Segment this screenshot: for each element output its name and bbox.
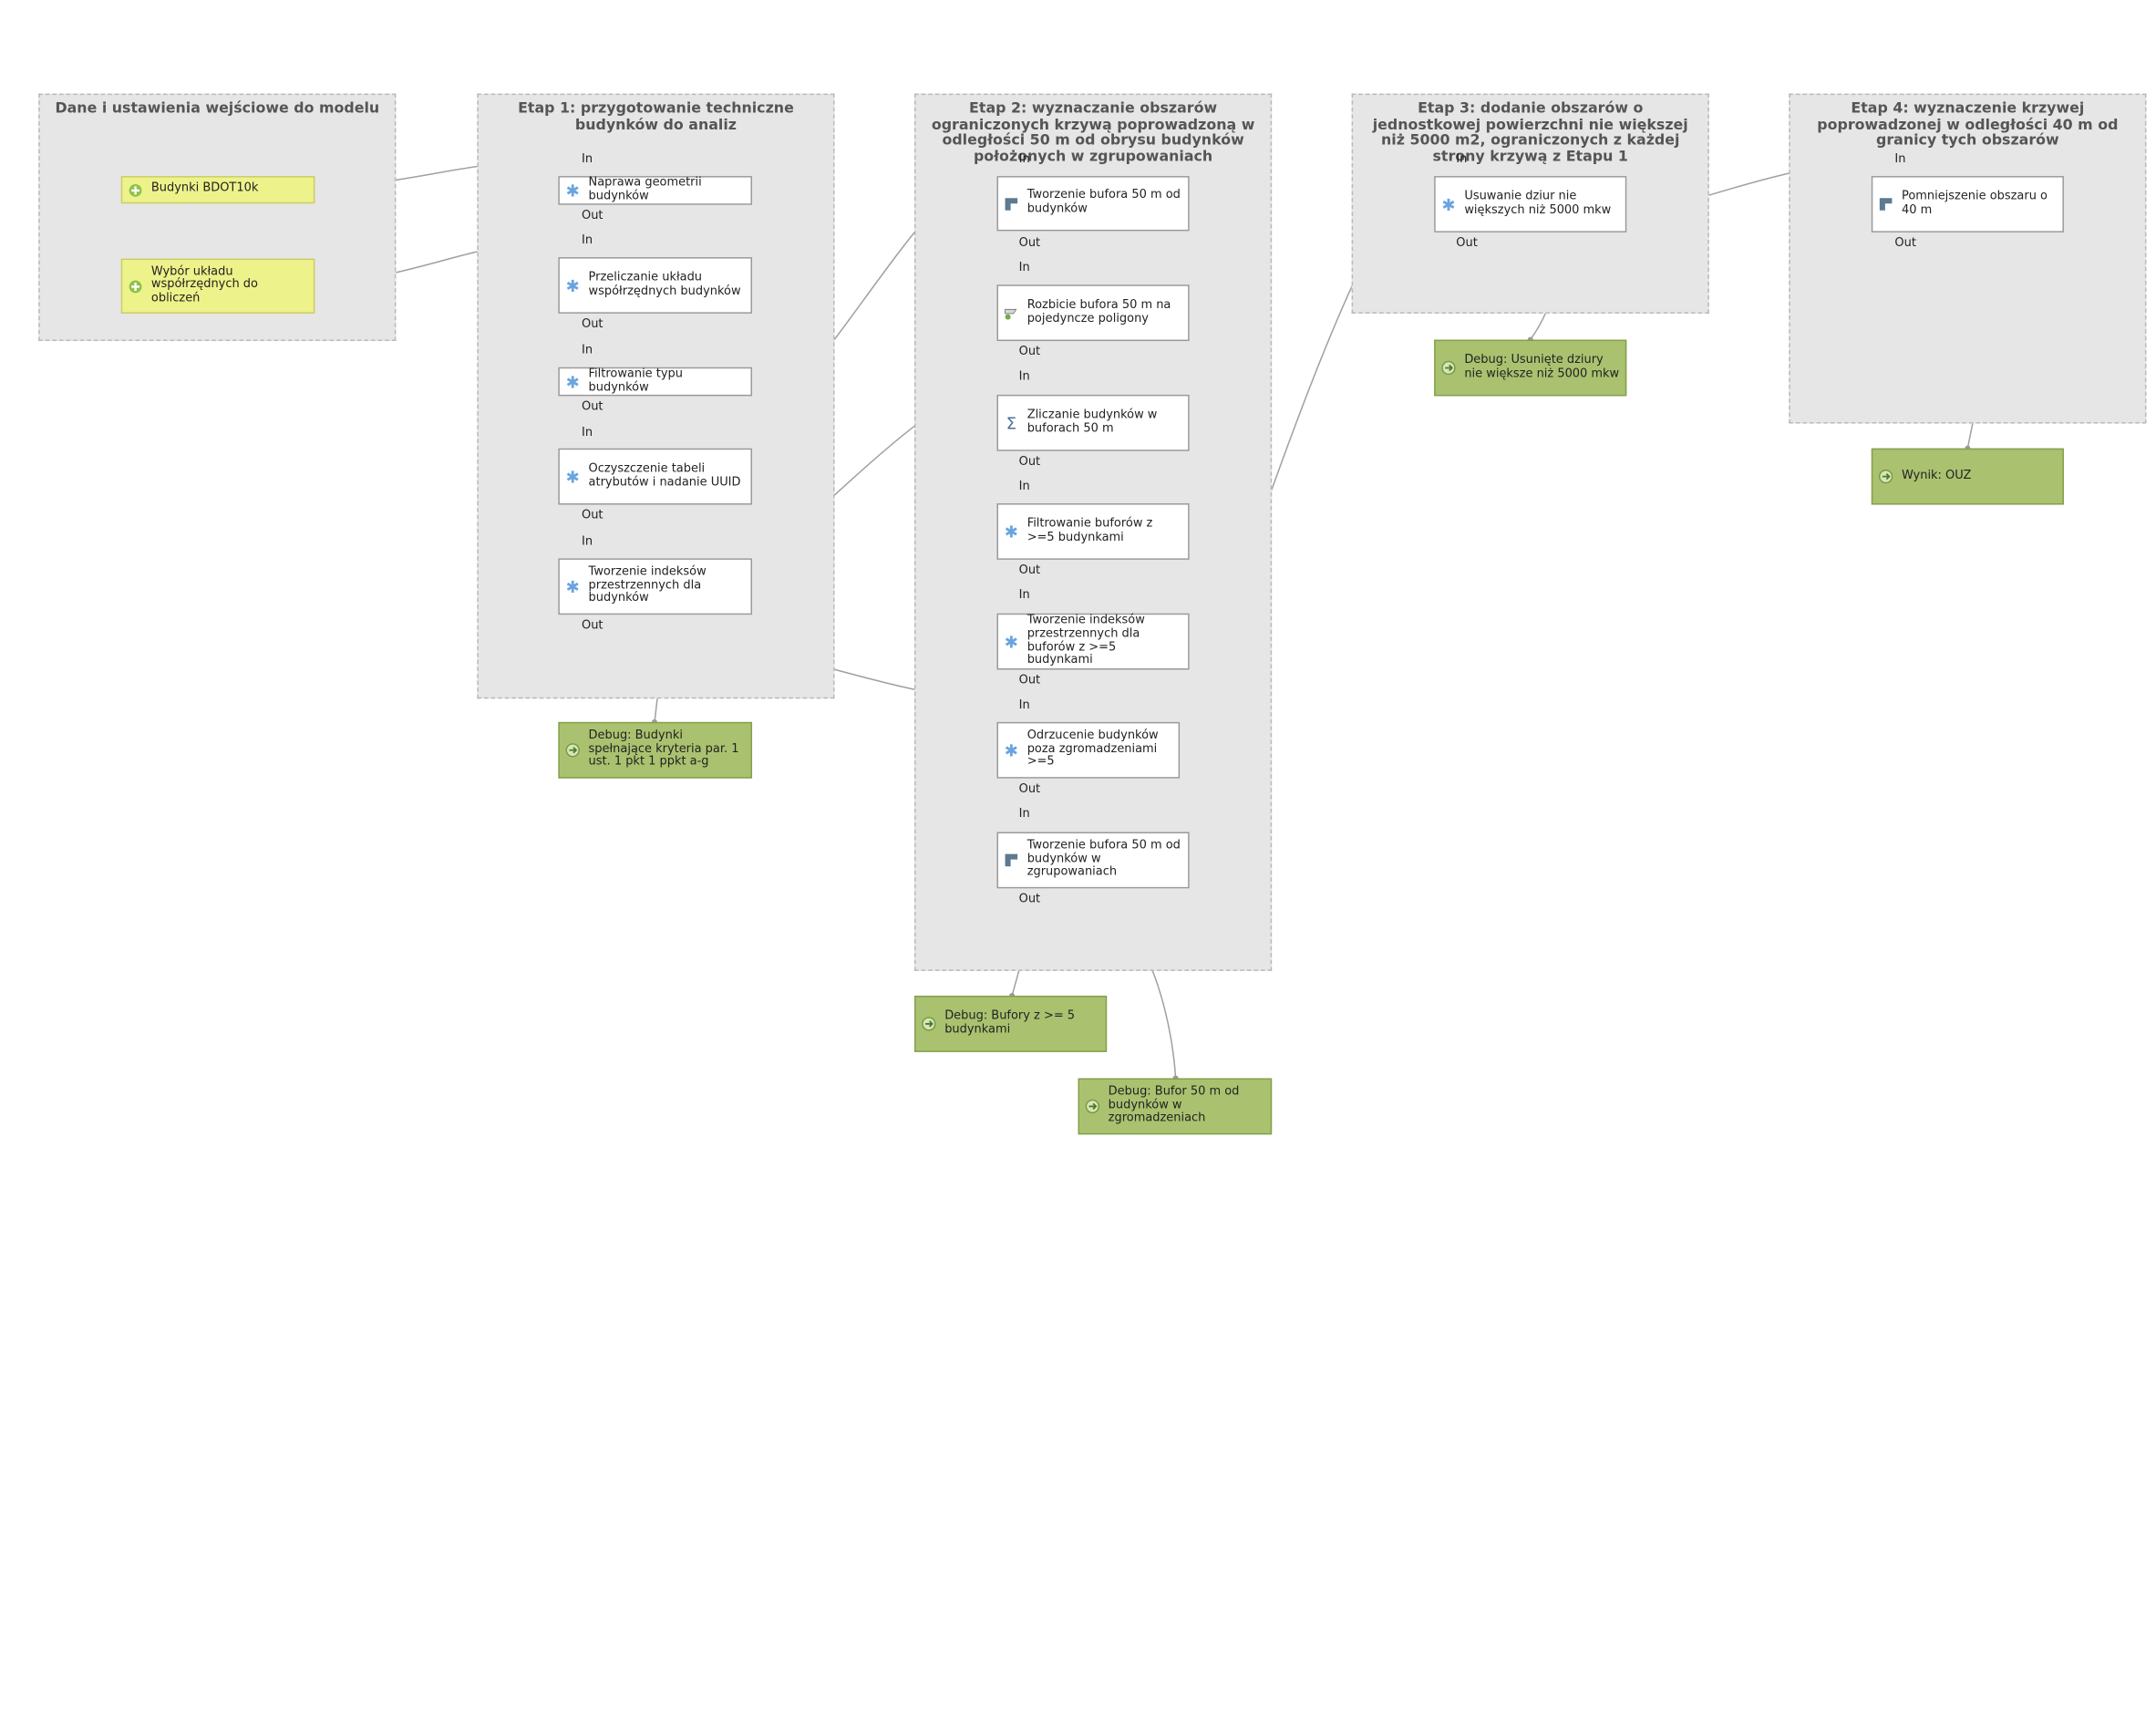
port-in[interactable]: In — [582, 426, 593, 440]
node-label: Debug: Budynki spełnające kryteria par. … — [588, 729, 739, 770]
node-label: Pomniejszenie obszaru o 40 m — [1901, 190, 2048, 217]
input-plus-icon — [128, 182, 143, 198]
indeksy-buforow-node[interactable]: ✱ Tworzenie indeksów przestrzennych dla … — [996, 613, 1190, 670]
model-canvas: Dane i ustawienia wejściowe do modelu Et… — [38, 93, 2147, 1135]
gear-icon: ✱ — [1441, 194, 1456, 214]
oczyszczenie-tabeli-node[interactable]: ✱ Oczyszczenie tabeli atrybutów i nadani… — [558, 448, 753, 505]
output-arrow-icon — [1441, 360, 1457, 376]
port-in[interactable]: In — [1018, 698, 1030, 713]
port-in[interactable]: In — [1894, 152, 1906, 167]
node-label: Budynki BDOT10k — [150, 181, 259, 196]
node-label: Oczyszczenie tabeli atrybutów i nadanie … — [588, 461, 741, 490]
gear-icon: ✱ — [565, 576, 580, 596]
node-label: Usuwanie dziur nie większych niż 5000 mk… — [1464, 190, 1612, 217]
debug-budynki-node[interactable]: Debug: Budynki spełnające kryteria par. … — [558, 721, 753, 779]
rozbicie-bufora-node[interactable]: Rozbicie bufora 50 m na pojedyncze polig… — [996, 284, 1190, 342]
group-title: Etap 3: dodanie obszarów o jednostkowej … — [1372, 100, 1688, 165]
node-label: Naprawa geometrii budynków — [588, 175, 702, 203]
port-out[interactable]: Out — [582, 509, 603, 523]
output-arrow-icon — [1878, 469, 1893, 484]
group-title: Etap 4: wyznaczenie krzywej poprowadzone… — [1817, 100, 2119, 149]
buffer-icon — [1004, 196, 1019, 212]
sum-icon: Σ — [1006, 413, 1017, 433]
port-out[interactable]: Out — [582, 618, 603, 633]
port-in[interactable]: In — [1018, 152, 1030, 167]
bufor-zgrupowania-node[interactable]: Tworzenie bufora 50 m od budynków w zgru… — [996, 832, 1190, 889]
group-title: Dane i ustawienia wejściowe do modelu — [55, 100, 380, 118]
bufor-50m-node[interactable]: Tworzenie bufora 50 m od budynków — [996, 176, 1190, 232]
gear-icon: ✱ — [565, 275, 580, 295]
debug-dziury-node[interactable]: Debug: Usunięte dziury nie większe niż 5… — [1434, 339, 1627, 397]
gear-icon: ✱ — [1004, 522, 1018, 542]
input-uklad-node[interactable]: Wybór układu współrzędnych do obliczeń — [120, 258, 315, 314]
node-label: Tworzenie indeksów przestrzennych dla bu… — [588, 565, 707, 606]
port-in[interactable]: In — [1456, 152, 1468, 167]
port-out[interactable]: Out — [1018, 892, 1041, 906]
node-label: Zliczanie budynków w buforach 50 m — [1026, 408, 1158, 436]
port-in[interactable]: In — [582, 344, 593, 358]
debug-bufory-node[interactable]: Debug: Bufory z >= 5 budynkami — [914, 996, 1108, 1052]
port-out[interactable]: Out — [1018, 345, 1041, 359]
port-out[interactable]: Out — [1018, 674, 1041, 688]
input-budynki-node[interactable]: Budynki BDOT10k — [120, 176, 315, 204]
group-title: Etap 2: wyznaczanie obszarów ograniczony… — [931, 100, 1255, 165]
port-out[interactable]: Out — [582, 399, 603, 414]
wynik-ouz-node[interactable]: Wynik: OUZ — [1871, 448, 2064, 505]
port-in[interactable]: In — [582, 152, 593, 167]
gear-icon: ✱ — [1004, 632, 1018, 652]
port-in[interactable]: In — [582, 534, 593, 549]
group-title: Etap 1: przygotowanie techniczne budynkó… — [518, 100, 794, 133]
output-arrow-icon — [922, 1017, 937, 1032]
node-label: Filtrowanie buforów z >=5 budynkami — [1026, 516, 1153, 544]
port-out[interactable]: Out — [1894, 236, 1916, 251]
node-label: Przeliczanie układu współrzędnych budynk… — [588, 270, 741, 298]
port-out[interactable]: Out — [1018, 455, 1041, 470]
port-out[interactable]: Out — [1456, 236, 1478, 251]
node-label: Debug: Bufory z >= 5 budynkami — [944, 1008, 1076, 1037]
filtrowanie-typu-node[interactable]: ✱ Filtrowanie typu budynków — [558, 367, 753, 397]
port-out[interactable]: Out — [582, 209, 603, 223]
port-in[interactable]: In — [582, 233, 593, 248]
input-plus-icon — [128, 278, 143, 294]
port-in[interactable]: In — [1018, 261, 1030, 275]
buffer-icon — [1878, 197, 1893, 212]
port-in[interactable]: In — [1018, 588, 1030, 603]
port-out[interactable]: Out — [1018, 782, 1041, 797]
explode-icon — [1004, 305, 1019, 321]
gear-icon: ✱ — [1004, 740, 1018, 760]
output-arrow-icon — [565, 742, 581, 758]
node-label: Debug: Bufor 50 m od budynków w zgromadz… — [1108, 1085, 1240, 1126]
port-in[interactable]: In — [1018, 480, 1030, 494]
port-out[interactable]: Out — [1018, 563, 1041, 578]
gear-icon: ✱ — [565, 371, 580, 392]
naprawa-geometrii-node[interactable]: ✱ Naprawa geometrii budynków — [558, 175, 753, 205]
przeliczanie-ukladu-node[interactable]: ✱ Przeliczanie układu współrzędnych budy… — [558, 257, 753, 314]
node-label: Filtrowanie typu budynków — [588, 367, 683, 395]
odrzucenie-budynkow-node[interactable]: ✱ Odrzucenie budynków poza zgromadzeniam… — [996, 721, 1181, 779]
port-out[interactable]: Out — [582, 317, 603, 332]
zliczanie-budynkow-node[interactable]: Σ Zliczanie budynków w buforach 50 m — [996, 394, 1190, 451]
gear-icon: ✱ — [565, 467, 580, 487]
node-label: Wynik: OUZ — [1901, 468, 1972, 482]
pomniejszenie-obszaru-node[interactable]: Pomniejszenie obszaru o 40 m — [1871, 176, 2064, 233]
node-label: Rozbicie bufora 50 m na pojedyncze polig… — [1026, 298, 1171, 326]
node-label: Tworzenie indeksów przestrzennych dla bu… — [1026, 614, 1145, 667]
node-label: Wybór układu współrzędnych do obliczeń — [150, 264, 258, 305]
port-out[interactable]: Out — [1018, 236, 1041, 251]
output-arrow-icon — [1085, 1099, 1100, 1114]
filtrowanie-buforow-node[interactable]: ✱ Filtrowanie buforów z >=5 budynkami — [996, 503, 1190, 560]
node-label: Debug: Usunięte dziury nie większe niż 5… — [1464, 353, 1620, 381]
debug-bufor-zgromadzenia-node[interactable]: Debug: Bufor 50 m od budynków w zgromadz… — [1078, 1078, 1273, 1135]
node-label: Tworzenie bufora 50 m od budynków — [1026, 189, 1181, 216]
port-in[interactable]: In — [1018, 369, 1030, 384]
indeksy-budynkow-node[interactable]: ✱ Tworzenie indeksów przestrzennych dla … — [558, 558, 753, 615]
node-label: Tworzenie bufora 50 m od budynków w zgru… — [1026, 839, 1181, 880]
gear-icon: ✱ — [565, 181, 580, 201]
port-in[interactable]: In — [1018, 807, 1030, 822]
buffer-icon — [1004, 853, 1019, 868]
group-etap4[interactable]: Etap 4: wyznaczenie krzywej poprowadzone… — [1789, 93, 2147, 424]
node-label: Odrzucenie budynków poza zgromadzeniami … — [1026, 729, 1159, 770]
usuwanie-dziur-node[interactable]: ✱ Usuwanie dziur nie większych niż 5000 … — [1434, 176, 1627, 233]
